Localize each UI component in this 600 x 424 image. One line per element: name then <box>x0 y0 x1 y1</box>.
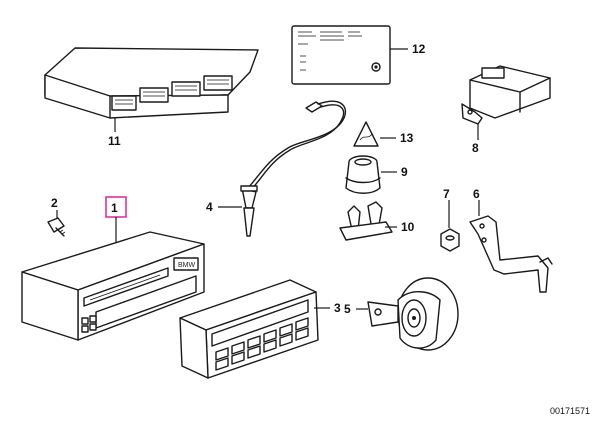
holder-clip-part-9[interactable] <box>345 155 381 194</box>
mounting-bracket-part-6[interactable] <box>469 215 553 293</box>
callout-2: 2 <box>51 196 58 210</box>
drawing-number: 00171571 <box>549 406 590 416</box>
callout-4: 4 <box>206 200 213 214</box>
callout-10: 10 <box>401 220 415 234</box>
callout-11: 11 <box>108 134 121 148</box>
callout-8: 8 <box>472 141 479 155</box>
warning-label-part-13[interactable] <box>353 121 379 147</box>
callout-12: 12 <box>412 42 426 56</box>
horn-speaker-part-5[interactable] <box>367 277 459 351</box>
callout-9: 9 <box>401 165 408 179</box>
control-panel-buttons <box>215 317 309 371</box>
screw-part-2[interactable] <box>47 217 66 237</box>
antenna-cable-part-4[interactable] <box>240 100 347 237</box>
callout-3: 3 <box>334 301 341 315</box>
callout-13: 13 <box>400 131 414 145</box>
radio-brand-text: BMW <box>178 262 196 269</box>
radio-unit-part-1[interactable]: BMW <box>21 231 205 341</box>
nut-part-7[interactable] <box>440 228 460 252</box>
control-panel-part-3[interactable] <box>179 279 319 379</box>
label-sticker-part-12[interactable] <box>291 25 391 85</box>
callout-5: 5 <box>344 302 351 316</box>
callout-7: 7 <box>443 187 450 201</box>
callout-6: 6 <box>473 187 480 201</box>
callout-1[interactable]: 1 <box>111 201 118 215</box>
relay-module-part-8[interactable] <box>461 65 551 125</box>
bracket-clip-part-10[interactable] <box>339 201 393 241</box>
control-module-part-11[interactable] <box>44 47 259 119</box>
